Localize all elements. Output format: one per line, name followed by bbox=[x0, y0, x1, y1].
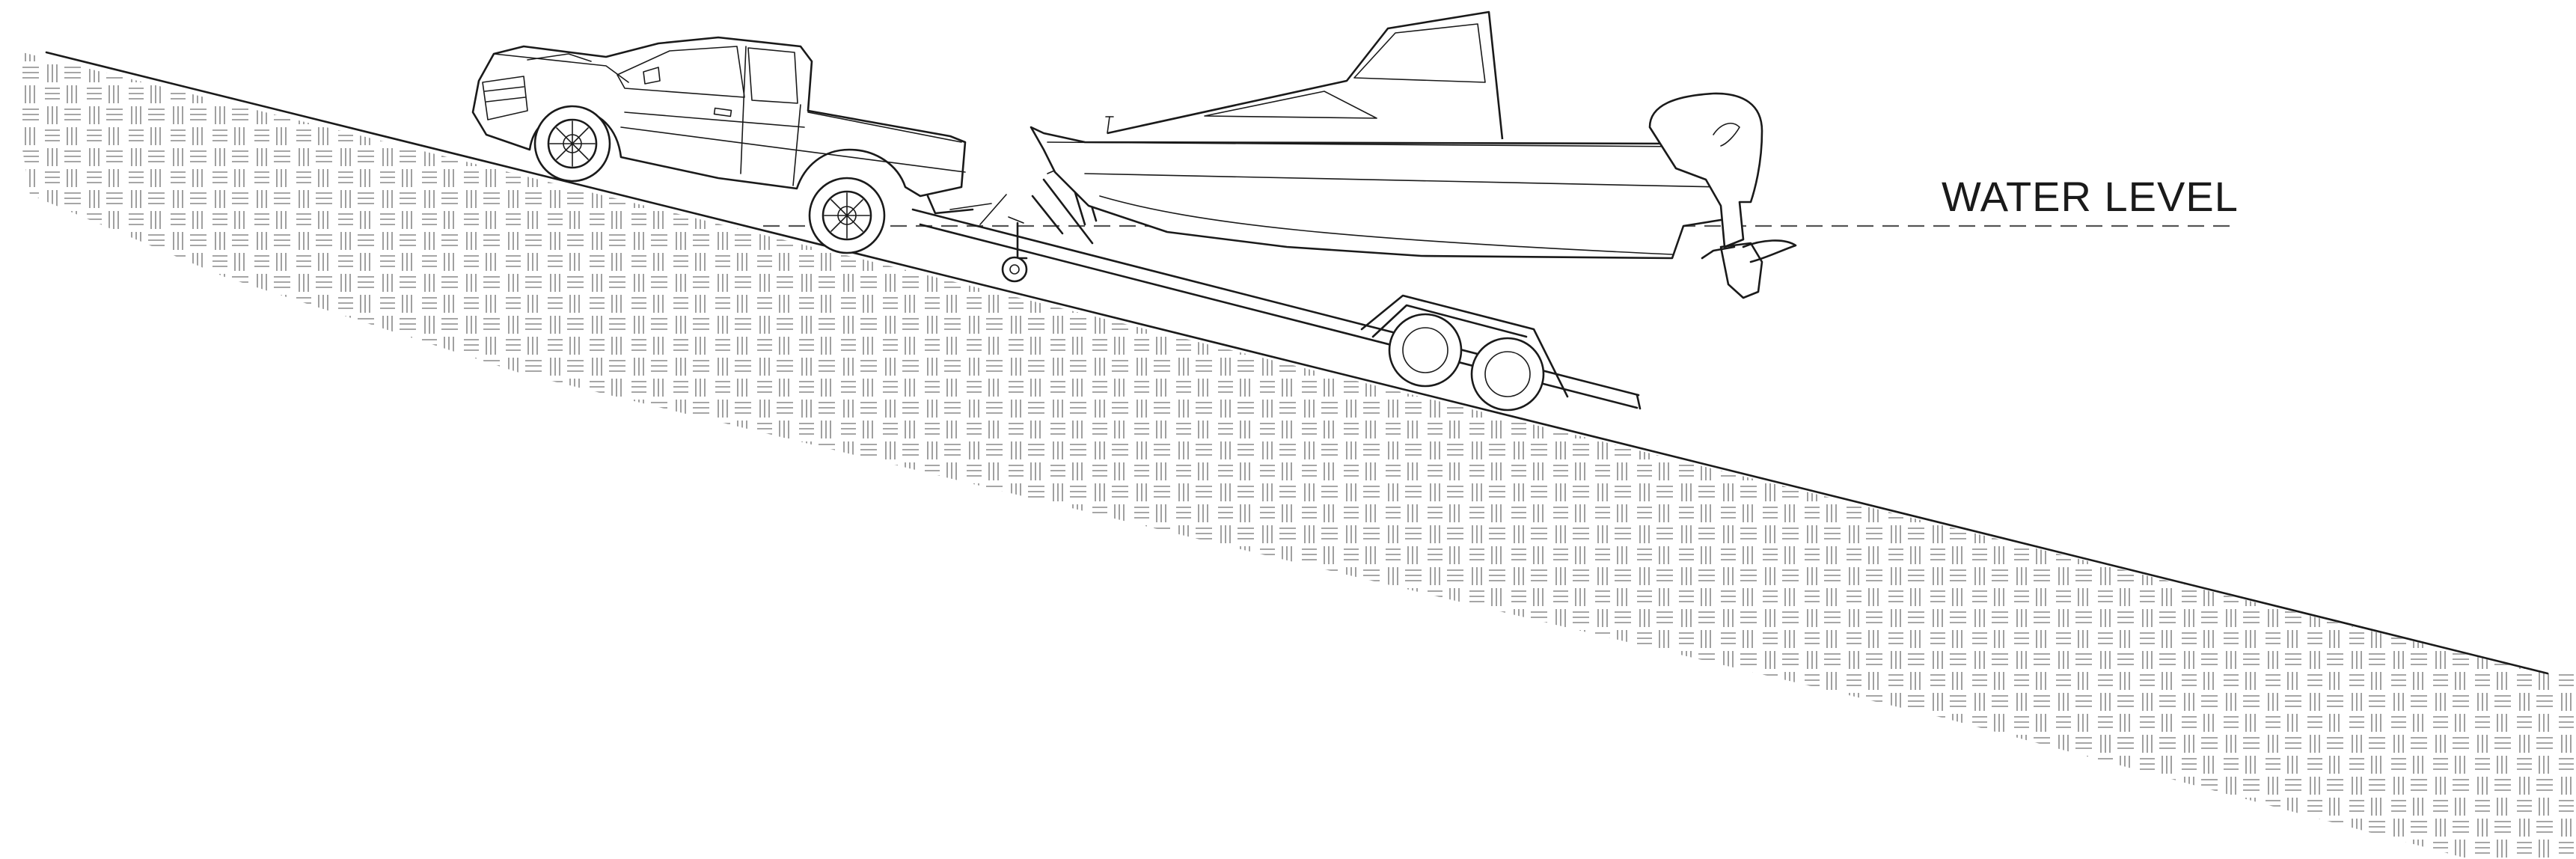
trailer-fender bbox=[1360, 294, 1569, 398]
truck-front-wheel bbox=[533, 105, 611, 183]
ramp-ground bbox=[22, 51, 2576, 859]
truck-rear-wheel bbox=[808, 177, 886, 254]
boat bbox=[1030, 10, 1797, 299]
trailer-jack-wheel bbox=[1001, 256, 1028, 283]
trailer-hitch bbox=[926, 195, 974, 215]
trailer-wheel-rear bbox=[1470, 337, 1545, 412]
trailer-wheel-front bbox=[1388, 313, 1463, 388]
outboard-motor bbox=[1648, 92, 1763, 248]
boat-cabin bbox=[1107, 10, 1504, 140]
boat-hull bbox=[1030, 126, 1741, 260]
ramp-surface-line bbox=[45, 51, 2549, 675]
pickup-truck bbox=[471, 36, 992, 254]
water-level-label: WATER LEVEL bbox=[1942, 173, 2239, 220]
boat-trailer bbox=[911, 153, 1642, 412]
